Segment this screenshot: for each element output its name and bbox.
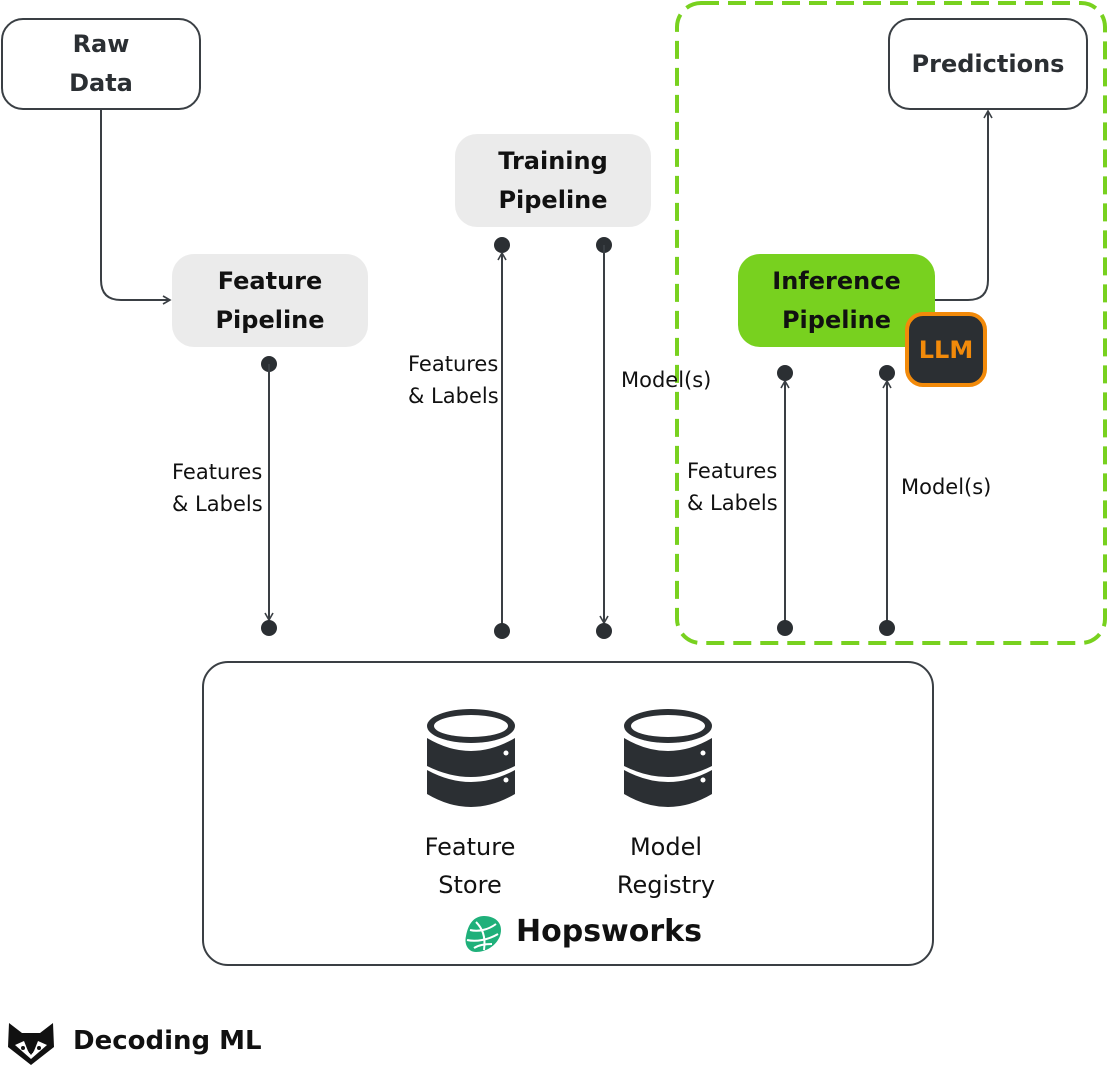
edge-label-line: Features xyxy=(687,459,778,483)
edge-inference-to-predictions xyxy=(934,109,993,301)
hopsworks-brand-text: Hopsworks xyxy=(516,914,702,949)
predictions-node[interactable]: Predictions xyxy=(888,18,1088,110)
raw-data-label-line2: Data xyxy=(69,69,133,97)
edge-label-line: Features xyxy=(408,352,499,376)
training-pipeline-label-line1: Training xyxy=(498,146,608,175)
feature-pipeline-label-line2: Pipeline xyxy=(215,305,325,334)
edge-label-line: Model(s) xyxy=(901,475,992,499)
feature-store-label-line1: Feature xyxy=(424,833,516,861)
edge-label-training-to-registry: Model(s) xyxy=(621,364,711,396)
edge-label-feature-to-store: Features & Labels xyxy=(172,456,263,520)
training-pipeline-label-line2: Pipeline xyxy=(498,185,608,214)
inference-pipeline-label-line2: Pipeline xyxy=(781,305,892,334)
feature-store-database-icon xyxy=(427,709,515,807)
decoding-ml-brand-text: Decoding ML xyxy=(73,1026,262,1056)
model-registry-database-icon xyxy=(624,709,712,807)
edge-label-line: & Labels xyxy=(172,492,263,516)
edge-label-registry-to-inference: Model(s) xyxy=(901,471,991,503)
port-dot xyxy=(494,237,510,253)
llm-badge: LLM xyxy=(905,312,987,387)
edge-label-store-to-training: Features & Labels xyxy=(408,348,499,412)
port-dot xyxy=(777,620,793,636)
port-dot xyxy=(596,623,612,639)
port-dot xyxy=(494,623,510,639)
predictions-label: Predictions xyxy=(911,49,1065,78)
edge-label-line: Model(s) xyxy=(621,368,712,392)
edge-label-line: & Labels xyxy=(408,384,499,408)
edge-label-line: Features xyxy=(172,460,263,484)
hopsworks-platform-box xyxy=(202,661,934,966)
hopsworks-hop-logo-icon xyxy=(465,916,502,952)
feature-pipeline-label-line1: Feature xyxy=(217,266,323,295)
edge-label-store-to-inference: Features & Labels xyxy=(687,455,778,519)
port-dot xyxy=(879,365,895,381)
port-dot xyxy=(261,620,277,636)
edge-raw-to-feature xyxy=(100,108,172,305)
inference-region-dashed-border xyxy=(675,1,1107,645)
model-registry-label-line1: Model xyxy=(629,833,703,861)
model-registry-label-line2: Registry xyxy=(616,871,716,899)
edge-label-line: & Labels xyxy=(687,491,778,515)
inference-pipeline-label-line1: Inference xyxy=(772,266,901,295)
raw-data-label-line1: Raw xyxy=(72,30,130,58)
feature-store-label-line2: Store xyxy=(438,871,502,899)
port-dot xyxy=(777,365,793,381)
decoding-ml-wolf-logo-icon xyxy=(8,1023,54,1065)
llm-badge-label: LLM xyxy=(918,335,974,364)
port-dot xyxy=(879,620,895,636)
